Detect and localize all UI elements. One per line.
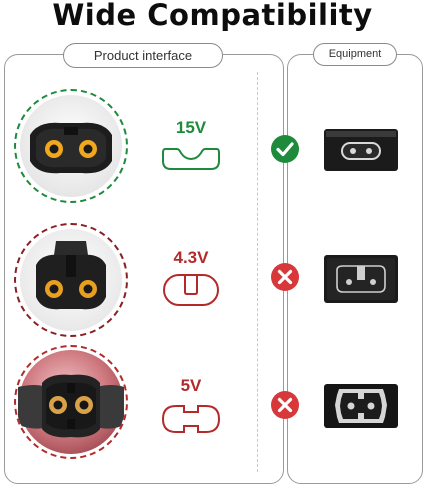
plug-shape-4-3v-icon [163,274,219,306]
cross-icon [271,263,299,291]
cross-icon [271,391,299,419]
voltage-label-15v: 15V [175,118,207,137]
connector-4-3v-photo [14,223,128,337]
equipment-socket-4-3v-icon [324,255,398,303]
equipment-socket-5v-icon [324,384,398,428]
connector-5v-photo [14,345,128,459]
connector-15v-photo [14,89,128,203]
check-icon [271,135,299,163]
voltage-label-5v: 5V [180,376,202,395]
plug-shape-15v-icon [162,148,220,170]
voltage-label-4-3v: 4.3V [173,248,209,267]
plug-shape-5v-icon [161,405,221,433]
column-divider [257,72,258,472]
product-interface-label: Product interface [63,43,223,68]
page-title: Wide Compatibility [52,0,373,32]
equipment-label: Equipment [313,43,397,66]
equipment-socket-15v-icon [324,129,398,171]
